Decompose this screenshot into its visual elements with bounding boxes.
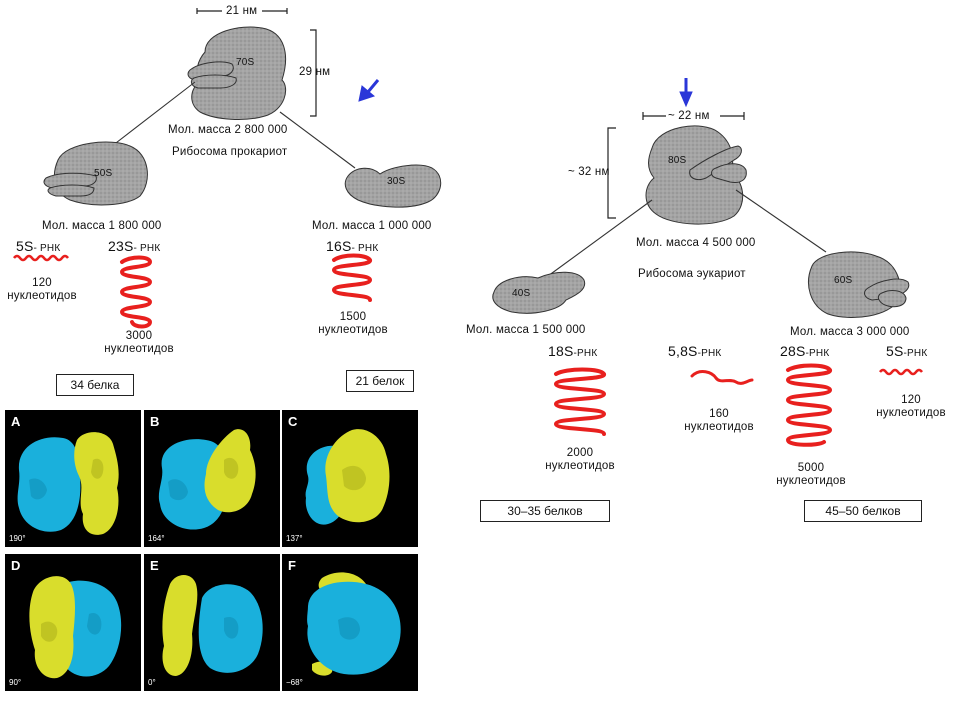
euk-small-mass-label: Мол. масса 1 500 000 — [466, 324, 586, 336]
euk-28s-rna-label: 28S-РНК — [780, 343, 830, 359]
panel-b-angle: 164° — [148, 534, 165, 543]
panel-a-label: A — [11, 414, 21, 429]
prok-16s-rna — [331, 253, 373, 302]
prok-5s-rna-label: 5S- РНК — [16, 238, 61, 254]
panel-a: A 190° — [5, 410, 141, 547]
euk-connector-lines — [547, 189, 827, 277]
euk-large-mass-label: Мол. масса 3 000 000 — [790, 326, 910, 338]
euk-small-proteins-box: 30–35 белков — [480, 500, 610, 522]
panel-f-label: F — [288, 558, 296, 573]
panel-c-render — [305, 429, 390, 525]
euk-mass-label: Мол. масса 4 500 000 — [636, 237, 756, 249]
panel-d-render — [29, 576, 122, 679]
prok-small-mass-label: Мол. масса 1 000 000 — [312, 220, 432, 232]
prok-arrow — [358, 79, 380, 102]
subunit-60s-shape — [808, 251, 910, 319]
euk-height-label: ~ 32 нм — [568, 166, 610, 178]
euk-18s-rna-label: 18S-РНК — [548, 343, 598, 359]
ribosome-70s-label: 70S — [236, 57, 255, 68]
subunit-30s-label: 30S — [387, 176, 406, 187]
prok-5s-rna — [13, 254, 69, 262]
subunit-40s-shape — [492, 271, 586, 314]
euk-width-bracket — [642, 112, 745, 120]
ribosome-70s-shape — [187, 26, 287, 120]
panel-b: B 164° — [144, 410, 280, 547]
panel-d-angle: 90° — [9, 678, 22, 687]
prok-23s-rna — [119, 255, 153, 329]
panel-d: D 90° — [5, 554, 141, 691]
prok-width-bracket — [196, 8, 288, 14]
prok-16s-rna-label: 16S- РНК — [326, 238, 379, 254]
subunit-40s-label: 40S — [512, 288, 531, 299]
euk-arrow — [679, 78, 693, 108]
prok-connector-lines — [111, 81, 356, 169]
euk-width-label: ~ 22 нм — [668, 110, 710, 122]
panel-a-angle: 190° — [9, 534, 26, 543]
euk-large-proteins-box: 45–50 белков — [804, 500, 922, 522]
panel-d-label: D — [11, 558, 21, 573]
panel-b-label: B — [150, 414, 160, 429]
panel-f-render — [307, 572, 401, 676]
panel-f-angle: −68° — [286, 678, 303, 687]
euk-5s-rna — [879, 368, 923, 376]
subunit-60s-label: 60S — [834, 275, 853, 286]
panel-b-render — [158, 429, 256, 530]
prok-mass-label: Мол. масса 2 800 000 — [168, 124, 288, 136]
prok-caption: Рибосома прокариот — [172, 146, 288, 158]
panel-c: C 137° — [282, 410, 418, 547]
prok-height-bracket — [310, 29, 317, 117]
prok-width-label: 21 нм — [226, 5, 258, 17]
prok-large-proteins-box: 34 белка — [56, 374, 134, 396]
panel-c-angle: 137° — [286, 534, 303, 543]
prok-large-mass-label: Мол. масса 1 800 000 — [42, 220, 162, 232]
panel-e: E 0° — [144, 554, 280, 691]
ribosome-80s-shape — [645, 125, 747, 225]
euk-height-bracket — [607, 127, 616, 219]
euk-58s-rna-label: 5,8S-РНК — [668, 343, 722, 359]
subunit-30s-shape — [344, 164, 442, 208]
ribosome-80s-label: 80S — [668, 155, 687, 166]
euk-28s-rna — [785, 363, 833, 447]
panel-e-render — [162, 575, 263, 676]
panel-e-label: E — [150, 558, 159, 573]
panel-e-angle: 0° — [148, 678, 156, 687]
euk-58s-rna — [690, 370, 754, 385]
subunit-50s-label: 50S — [94, 168, 113, 179]
panel-a-render — [17, 432, 119, 535]
euk-5s-rna-label: 5S-РНК — [886, 343, 928, 359]
panel-c-label: C — [288, 414, 298, 429]
subunit-50s-shape — [43, 141, 148, 206]
prok-23s-rna-label: 23S- РНК — [108, 238, 161, 254]
prok-small-proteins-box: 21 белок — [346, 370, 414, 392]
euk-18s-rna — [553, 367, 607, 436]
panel-f: F −68° — [282, 554, 418, 691]
prok-height-label: 29 нм — [299, 66, 331, 78]
euk-caption: Рибосома эукариот — [638, 268, 746, 280]
